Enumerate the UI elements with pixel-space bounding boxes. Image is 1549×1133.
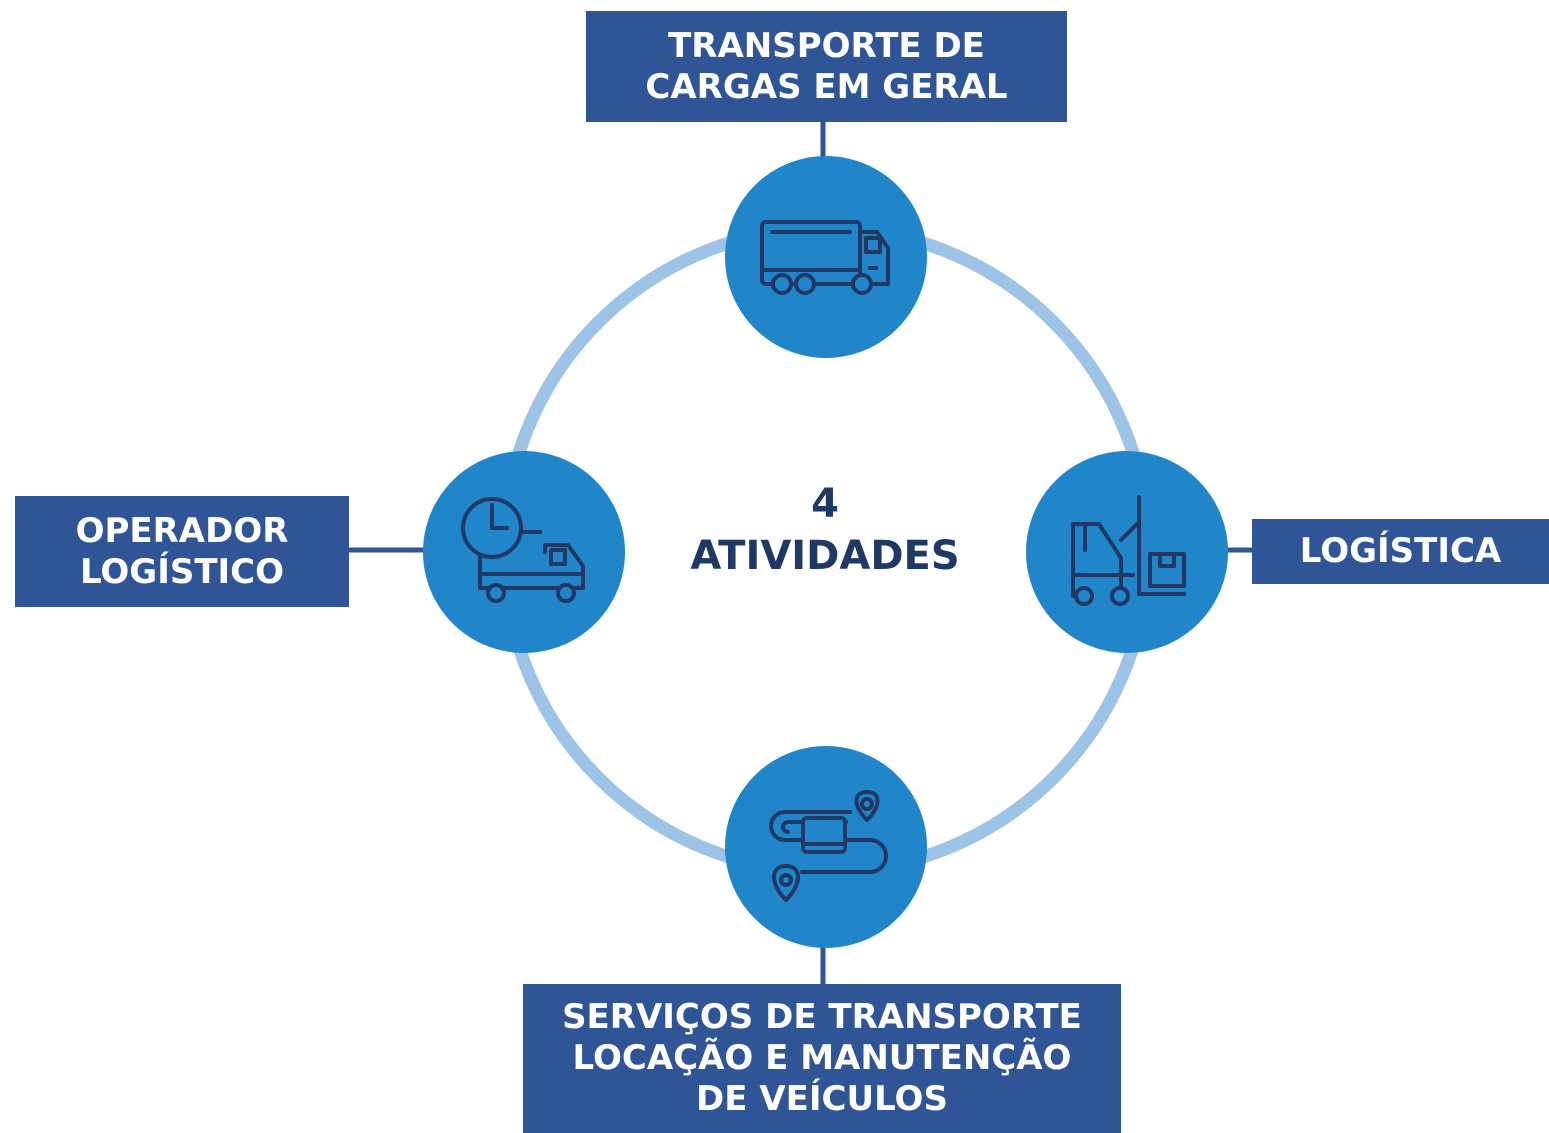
label-line: LOCAÇÃO E MANUTENÇÃO xyxy=(572,1038,1072,1079)
delivery-time-icon xyxy=(461,497,585,603)
center-number: 4 xyxy=(811,481,839,527)
label-servicos-transporte: SERVIÇOS DE TRANSPORTE LOCAÇÃO E MANUTEN… xyxy=(523,984,1121,1133)
node-top xyxy=(725,156,927,358)
node-left xyxy=(423,451,625,653)
forklift-icon xyxy=(1071,495,1186,606)
center-label: 4 ATIVIDADES xyxy=(620,478,1030,582)
node-right xyxy=(1026,451,1228,653)
label-transporte-cargas: TRANSPORTE DE CARGAS EM GERAL xyxy=(586,11,1067,122)
label-line: CARGAS EM GERAL xyxy=(645,66,1008,107)
label-line: LOGÍSTICO xyxy=(79,551,285,592)
label-line: SERVIÇOS DE TRANSPORTE xyxy=(562,997,1082,1038)
center-title: ATIVIDADES xyxy=(690,533,960,579)
label-line: OPERADOR xyxy=(75,510,289,551)
cargo-truck-icon xyxy=(760,220,890,295)
route-map-icon xyxy=(769,790,888,902)
label-operador-logistico: OPERADOR LOGÍSTICO xyxy=(15,496,349,607)
label-line: LOGÍSTICA xyxy=(1299,531,1502,572)
label-logistica: LOGÍSTICA xyxy=(1252,519,1549,584)
label-line: TRANSPORTE DE xyxy=(668,25,985,66)
label-line: DE VEÍCULOS xyxy=(696,1078,948,1119)
